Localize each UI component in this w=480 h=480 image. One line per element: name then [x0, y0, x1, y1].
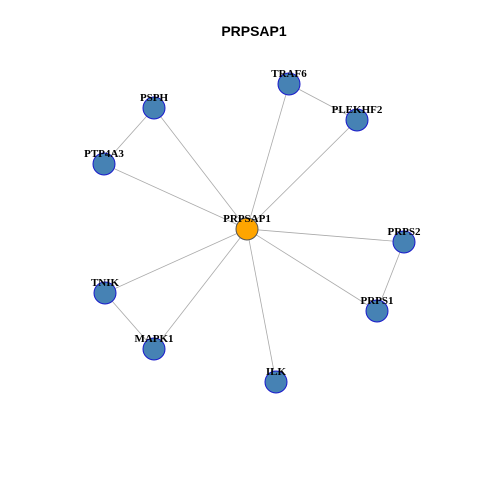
- node-prpsap1: [235, 217, 259, 241]
- node-plekhf2: [345, 108, 369, 132]
- node-tnik: [93, 281, 117, 305]
- node-ilk: [264, 370, 288, 394]
- graph-title: PRPSAP1: [221, 23, 287, 39]
- node-label-traf6: TRAF6: [271, 68, 307, 80]
- node-psph: [142, 96, 166, 120]
- node-label-tnik: TNIK: [91, 277, 120, 289]
- edge-tnik-mapk1: [104, 292, 155, 350]
- node-mapk1: [142, 337, 166, 361]
- node-ptp4a3: [92, 152, 116, 176]
- edges-layer: [103, 83, 405, 383]
- edge-prpsap1-plekhf2: [246, 119, 358, 230]
- node-label-psph: PSPH: [140, 92, 169, 104]
- node-prps1: [365, 299, 389, 323]
- edge-psph-ptp4a3: [103, 107, 155, 165]
- node-label-prps2: PRPS2: [388, 226, 422, 238]
- node-prps2: [392, 230, 416, 254]
- nodes-layer: [92, 72, 416, 394]
- edge-prpsap1-tnik: [104, 228, 248, 294]
- edge-prpsap1-psph: [153, 107, 248, 230]
- node-label-prpsap1: PRPSAP1: [223, 213, 271, 225]
- edge-prpsap1-prps1: [246, 228, 378, 312]
- edge-prpsap1-ilk: [246, 228, 277, 383]
- node-label-plekhf2: PLEKHF2: [332, 104, 383, 116]
- node-label-ilk: ILK: [266, 366, 287, 378]
- node-traf6: [277, 72, 301, 96]
- edge-prpsap1-ptp4a3: [103, 163, 248, 230]
- edge-prpsap1-prps2: [246, 228, 405, 243]
- edge-prps2-prps1: [376, 241, 405, 312]
- edge-prpsap1-mapk1: [153, 228, 248, 350]
- node-label-mapk1: MAPK1: [134, 333, 173, 345]
- node-label-ptp4a3: PTP4A3: [84, 148, 124, 160]
- edge-traf6-plekhf2: [288, 83, 358, 121]
- edge-prpsap1-traf6: [246, 83, 290, 230]
- node-label-prps1: PRPS1: [361, 295, 394, 307]
